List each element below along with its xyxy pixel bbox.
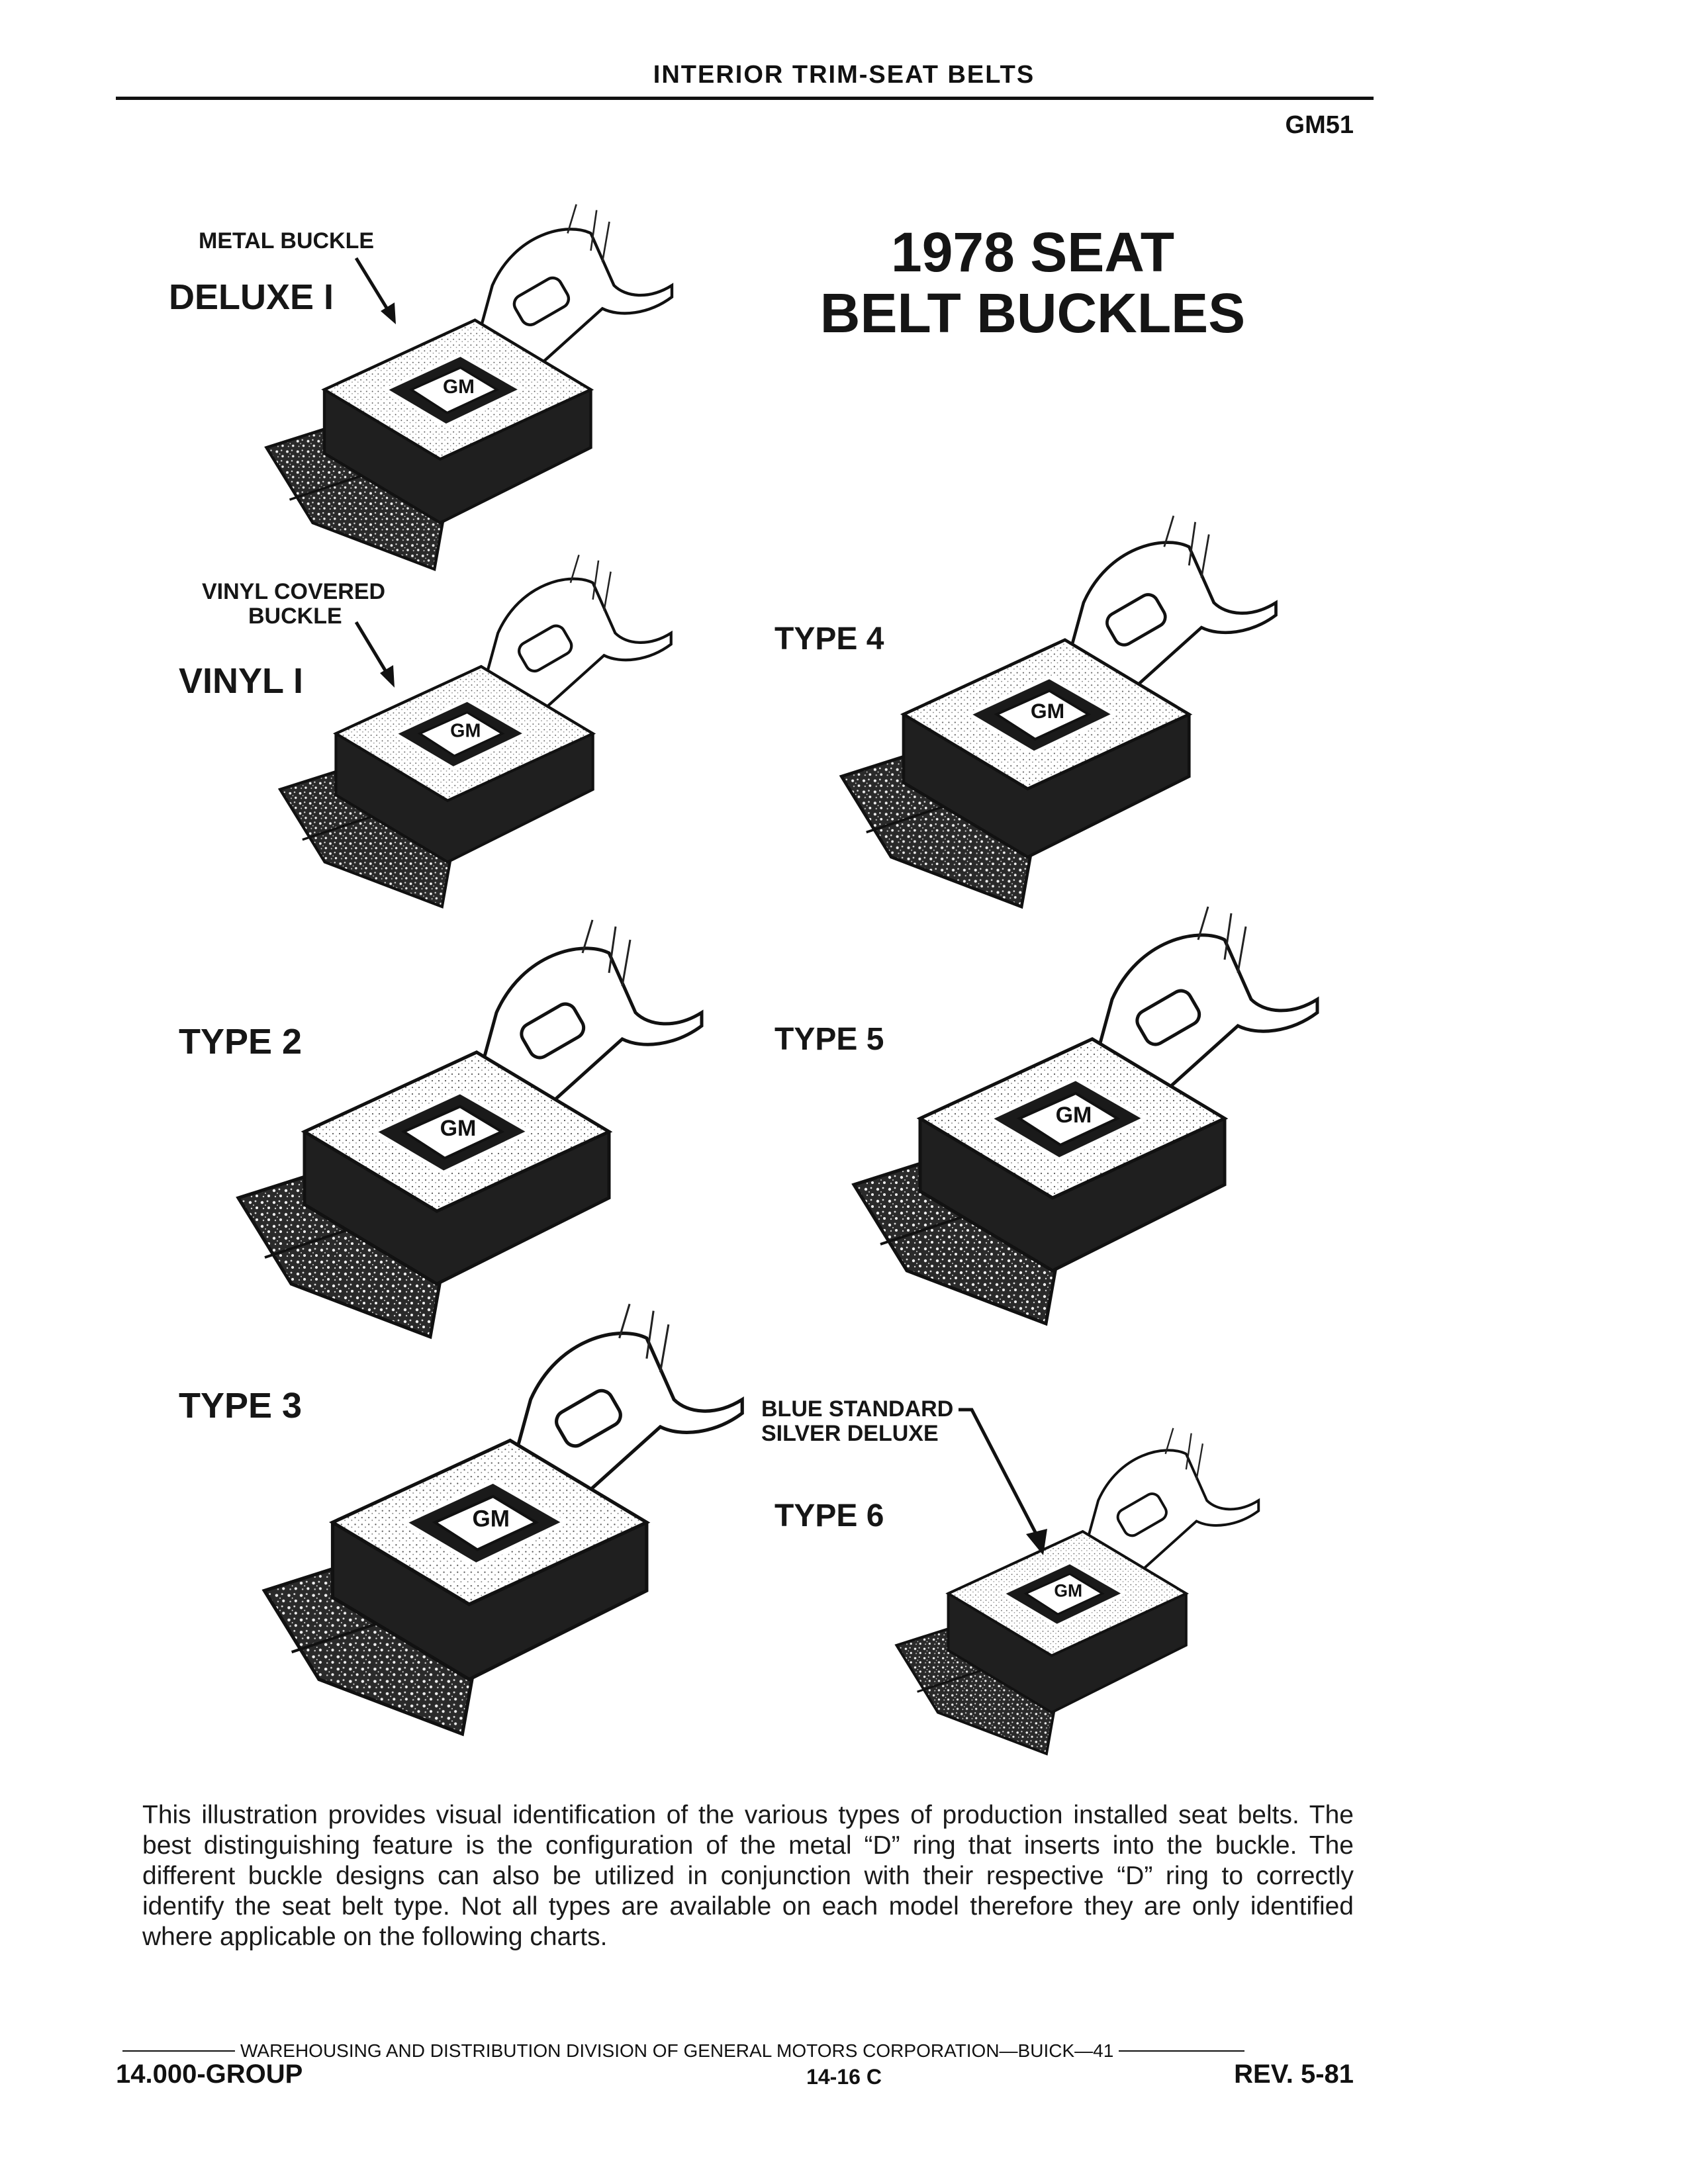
footer-rule-right xyxy=(1119,2050,1245,2052)
description-paragraph: This illustration provides visual identi… xyxy=(142,1801,1354,1951)
type-5-label: TYPE 5 xyxy=(774,1022,884,1057)
type-4-illustration: GM xyxy=(781,510,1324,907)
type-6-logo: GM xyxy=(1054,1581,1082,1601)
main-title-line2: BELT BUCKLES xyxy=(820,282,1246,344)
type-3-illustration: GM xyxy=(225,1297,768,1734)
type-6-callout-line2: SILVER DELUXE xyxy=(761,1421,939,1446)
type-2-illustration: GM xyxy=(192,913,735,1337)
type-3-label: TYPE 3 xyxy=(179,1386,303,1426)
type-5-logo: GM xyxy=(1056,1103,1092,1128)
vinyl-1-label: VINYL I xyxy=(179,661,304,701)
vinyl-1-callout-line2: BUCKLE xyxy=(248,604,342,629)
vinyl-1-illustration: GM xyxy=(212,549,728,907)
footer-revision: REV. 5-81 xyxy=(1234,2060,1354,2089)
vinyl-1-callout-line1: VINYL COVERED xyxy=(202,579,386,604)
type-6-callout-line1: BLUE STANDARD xyxy=(761,1396,954,1422)
footer-group: 14.000-GROUP xyxy=(116,2060,303,2089)
vinyl-1-callout-arrow xyxy=(354,621,395,688)
footer-division-line: WAREHOUSING AND DISTRIBUTION DIVISION OF… xyxy=(122,2040,1370,2062)
footer-division: WAREHOUSING AND DISTRIBUTION DIVISION OF… xyxy=(240,2040,1114,2061)
footer-page-number: 14-16 C xyxy=(806,2065,882,2089)
type-2-label: TYPE 2 xyxy=(179,1022,303,1062)
type-3-logo: GM xyxy=(473,1506,510,1532)
deluxe-1-callout-arrow xyxy=(354,257,396,324)
type-6-label: TYPE 6 xyxy=(774,1498,884,1533)
header-rule xyxy=(116,97,1374,100)
page-code: GM51 xyxy=(1285,111,1354,139)
main-title-line1: 1978 SEAT xyxy=(891,221,1174,283)
deluxe-1-label: DELUXE I xyxy=(169,277,334,317)
type-4-label: TYPE 4 xyxy=(774,621,884,657)
footer-rule-left xyxy=(122,2050,235,2052)
type-6-illustration: GM xyxy=(827,1423,1317,1754)
type-5-illustration: GM xyxy=(827,900,1331,1324)
deluxe-1-logo: GM xyxy=(443,376,475,398)
deluxe-1-illustration: GM xyxy=(199,199,728,569)
vinyl-1-logo: GM xyxy=(450,721,481,742)
type-6-callout-arrow xyxy=(959,1408,1047,1555)
deluxe-1-callout: METAL BUCKLE xyxy=(199,228,375,253)
main-title: 1978 SEAT BELT BUCKLES xyxy=(781,222,1284,343)
type-4-logo: GM xyxy=(1031,699,1064,723)
type-2-logo: GM xyxy=(440,1116,477,1141)
page-header-title: INTERIOR TRIM-SEAT BELTS xyxy=(653,61,1035,89)
